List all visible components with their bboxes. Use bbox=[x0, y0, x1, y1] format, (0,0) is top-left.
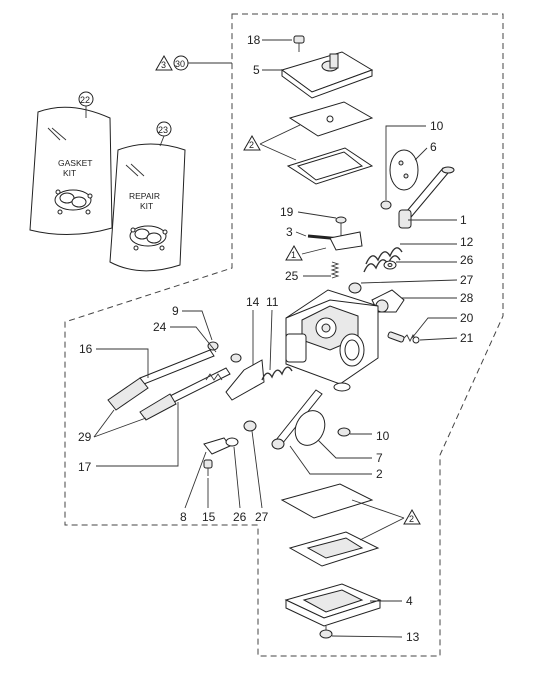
svg-text:2: 2 bbox=[249, 140, 254, 150]
needle-16 bbox=[107, 349, 215, 411]
callout-19: 19 bbox=[280, 205, 294, 219]
callout-29: 29 bbox=[78, 430, 92, 444]
callout-7: 7 bbox=[376, 451, 383, 465]
callout-17: 17 bbox=[78, 460, 92, 474]
pump-diaphragm bbox=[288, 101, 374, 137]
screw-15 bbox=[203, 459, 213, 476]
spring-25 bbox=[330, 261, 340, 279]
callout-16: 16 bbox=[79, 342, 93, 356]
gasket-kit-label-2: KIT bbox=[63, 168, 76, 178]
pin-14 bbox=[225, 359, 265, 401]
svg-text:2: 2 bbox=[409, 514, 414, 524]
callout-11: 11 bbox=[266, 295, 279, 309]
callout-10-top: 10 bbox=[430, 119, 444, 133]
callout-13: 13 bbox=[406, 630, 420, 644]
washer-26-top bbox=[383, 260, 397, 270]
callout-8: 8 bbox=[180, 510, 187, 524]
plug-9 bbox=[207, 341, 219, 351]
triangle-2-bottom bbox=[403, 508, 421, 525]
callout-27-top: 27 bbox=[460, 273, 474, 287]
repair-kit-label-1: REPAIR bbox=[129, 191, 160, 201]
oring-24 bbox=[230, 353, 242, 363]
shaft-1 bbox=[398, 166, 455, 229]
svg-text:3: 3 bbox=[161, 60, 166, 70]
screw-20 bbox=[387, 331, 417, 343]
screw-10-bottom bbox=[337, 427, 351, 437]
lever-3 bbox=[307, 231, 363, 251]
gasket-kit-bag: GASKET KIT bbox=[29, 106, 113, 235]
triangle-1 bbox=[285, 244, 303, 261]
callout-10-bottom: 10 bbox=[376, 429, 390, 443]
plug-21 bbox=[412, 336, 420, 344]
callout-4: 4 bbox=[406, 594, 413, 608]
callout-14: 14 bbox=[246, 295, 260, 309]
metering-gasket bbox=[288, 531, 380, 567]
screw-10-top bbox=[380, 200, 392, 210]
throttle-plate-6 bbox=[389, 149, 419, 191]
metering-cover-4 bbox=[284, 583, 382, 627]
triangle-3 bbox=[155, 54, 173, 71]
callout-25: 25 bbox=[285, 269, 299, 283]
callout-26-top: 26 bbox=[460, 253, 474, 267]
callout-21: 21 bbox=[460, 331, 474, 345]
spring-12 bbox=[363, 247, 403, 273]
callout-1: 1 bbox=[460, 213, 467, 227]
callout-6: 6 bbox=[430, 140, 437, 154]
callout-2-mid: 2 bbox=[376, 467, 383, 481]
triangle-2-top bbox=[243, 134, 261, 151]
callout-3: 3 bbox=[286, 225, 293, 239]
repair-kit-bag: REPAIR KIT bbox=[109, 143, 186, 272]
washer-26-bottom bbox=[225, 437, 239, 447]
callout-23: 23 bbox=[158, 125, 168, 135]
washer-27-bottom bbox=[243, 420, 257, 432]
washer-27-top bbox=[348, 282, 362, 294]
callout-26-bottom: 26 bbox=[233, 510, 247, 524]
callout-22: 22 bbox=[80, 95, 90, 105]
carburetor-body bbox=[285, 289, 379, 392]
kit-boundary-outline bbox=[64, 13, 504, 657]
pump-cover-5 bbox=[280, 51, 374, 99]
needle-17 bbox=[139, 367, 231, 421]
gasket-kit-label-1: GASKET bbox=[58, 158, 92, 168]
callout-30: 30 bbox=[175, 59, 185, 69]
callout-5: 5 bbox=[253, 63, 260, 77]
callout-18: 18 bbox=[247, 33, 261, 47]
callout-28: 28 bbox=[460, 291, 474, 305]
callout-15: 15 bbox=[202, 510, 216, 524]
screw-13 bbox=[319, 626, 333, 639]
svg-text:1: 1 bbox=[291, 250, 296, 260]
callout-27-bottom: 27 bbox=[255, 510, 269, 524]
callout-20: 20 bbox=[460, 311, 474, 325]
callout-24: 24 bbox=[153, 320, 167, 334]
repair-kit-label-2: KIT bbox=[140, 201, 153, 211]
pump-gasket bbox=[286, 147, 374, 185]
spring-11 bbox=[261, 366, 293, 381]
callout-12: 12 bbox=[460, 235, 474, 249]
metering-diaphragm bbox=[280, 483, 374, 519]
screw-18 bbox=[293, 35, 305, 52]
callout-9: 9 bbox=[172, 304, 179, 318]
choke-shaft-7 bbox=[271, 389, 326, 450]
